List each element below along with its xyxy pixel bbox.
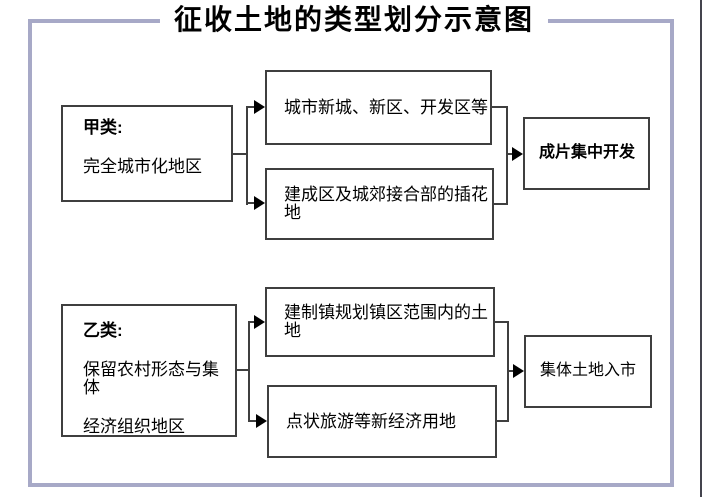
arrow-into-m2-icon [254,196,265,210]
arrow-into-r1-icon [512,147,523,161]
node-collective-land-market-label: 集体土地入市 [540,362,637,380]
connector-to-r2 [509,370,515,372]
node-built-up-fringe-land-label: 建成区及城郊接合部的插花地 [284,185,488,222]
connector-m3-out [495,321,508,323]
node-concentrated-development-label: 成片集中开发 [539,144,636,162]
connector-a-branch [246,106,248,205]
node-town-planning-land: 建制镇规划镇区范围内的土地 [265,287,495,357]
node-town-planning-land-label: 建制镇规划镇区范围内的土地 [284,303,488,340]
category-b-desc-line2: 经济组织地区 [83,416,185,436]
arrow-into-m3-icon [254,315,265,329]
connector-m4-out [497,420,508,422]
connector-a-to-m2 [248,202,256,204]
arrow-into-m1-icon [254,100,265,114]
connector-merge-bottom [507,321,509,422]
connector-a-stem [233,153,248,155]
category-b-label: 乙类: [83,321,123,340]
node-collective-land-market: 集体土地入市 [524,335,652,408]
node-concentrated-development: 成片集中开发 [523,117,650,190]
category-a-label: 甲类: [83,118,123,137]
connector-a-to-m1 [248,106,256,108]
arrow-into-m4-icon [256,414,267,428]
connector-b-branch [248,321,250,422]
connector-b-to-m3 [250,321,256,323]
page-right-edge-line [700,0,702,497]
arrow-into-r2-icon [513,364,524,378]
node-new-urban-districts-label: 城市新城、新区、开发区等 [284,97,488,117]
connector-to-r1 [508,153,514,155]
node-category-b: 乙类: 保留农村形态与集体 经济组织地区 [61,304,237,437]
connector-m2-out [494,203,508,205]
node-built-up-fringe-land: 建成区及城郊接合部的插花地 [265,168,494,240]
diagram-title: 征收土地的类型划分示意图 [159,2,549,38]
connector-b-stem [237,369,250,371]
node-new-urban-districts: 城市新城、新区、开发区等 [265,70,492,145]
category-b-desc-line1: 保留农村形态与集体 [83,359,219,397]
node-tourism-new-economy-land-label: 点状旅游等新经济用地 [286,411,456,431]
node-category-a: 甲类: 完全城市化地区 [61,105,233,202]
category-a-desc: 完全城市化地区 [83,156,202,176]
node-tourism-new-economy-land: 点状旅游等新经济用地 [267,385,497,458]
connector-merge-top [506,106,508,205]
connector-m1-out [492,106,508,108]
connector-b-to-m4 [250,420,258,422]
